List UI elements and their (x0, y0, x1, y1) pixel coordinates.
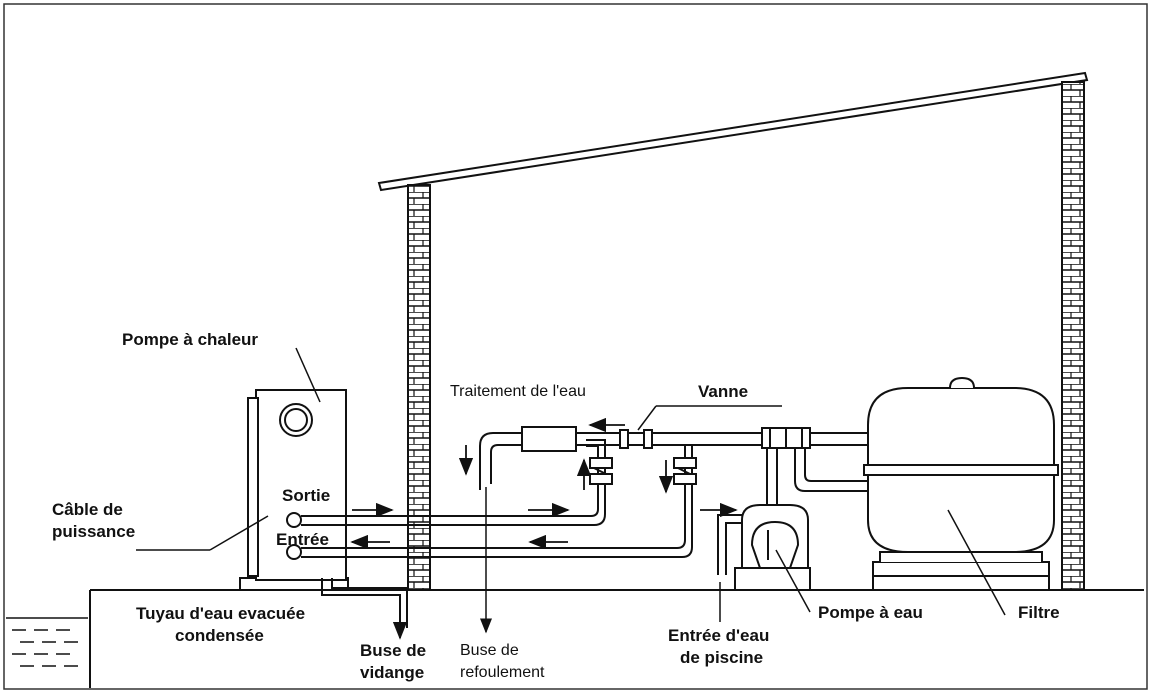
label-outlet: Sortie (282, 486, 331, 505)
label-valve: Vanne (698, 382, 749, 401)
label-filter: Filtre (1018, 603, 1060, 622)
label-return-nozzle-line1: Buse de (460, 642, 519, 659)
flow-arrows (350, 417, 738, 640)
label-power-cable-line2: puissance (52, 522, 136, 541)
left-brick-wall (407, 184, 431, 591)
label-water-treatment: Traitement de l'eau (450, 383, 586, 400)
label-pool-inlet-line1: Entrée d'eau (668, 626, 770, 645)
filter-tank (863, 376, 1059, 591)
label-heat-pump: Pompe à chaleur (122, 330, 259, 349)
pool-water (6, 617, 88, 667)
label-drain-nozzle-line1: Buse de (360, 641, 427, 660)
roof (377, 71, 1089, 192)
right-brick-wall (1061, 81, 1085, 591)
leader-lines (136, 347, 1006, 634)
label-drain-nozzle-line2: vidange (360, 663, 425, 682)
label-condensate-line2: condensée (175, 626, 264, 645)
valves (589, 427, 811, 485)
water-treatment-box (521, 426, 577, 452)
water-pump-unit (734, 504, 811, 591)
label-water-pump: Pompe à eau (818, 603, 923, 622)
label-pool-inlet-line2: de piscine (680, 648, 764, 667)
label-condensate-line1: Tuyau d'eau evacuée (136, 604, 306, 623)
label-inlet: Entrée (276, 530, 329, 549)
outer-frame (3, 3, 1148, 690)
label-return-nozzle-line2: refoulement (460, 664, 545, 681)
label-power-cable-line1: Câble de (52, 500, 123, 519)
